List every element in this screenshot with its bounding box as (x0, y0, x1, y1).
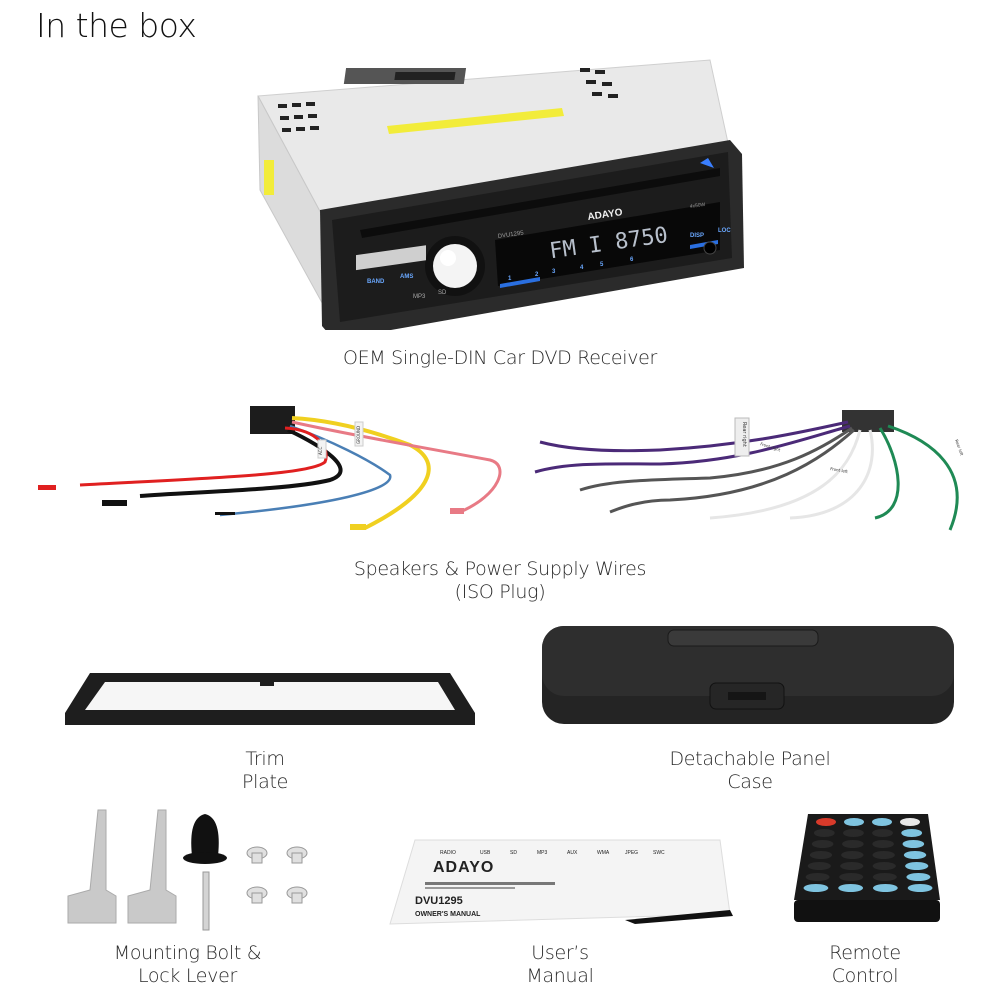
mp3-label: MP3 (413, 294, 426, 300)
remote-button (872, 851, 895, 859)
ams-button-label: AMS (400, 274, 413, 280)
speaker-wires-right-image: Rear right Front right Front left Rear l… (530, 400, 980, 540)
caption-mounting: Mounting Bolt & Lock Lever (90, 942, 285, 988)
wire-tag-rear-left: Rear left (954, 439, 965, 457)
remote-button (839, 873, 864, 881)
manual-feature-label: USB (480, 850, 491, 856)
caption-remote: Remote Control (795, 942, 935, 988)
remote-button (872, 873, 897, 881)
wire-tag-ground: GROUND (356, 426, 361, 444)
manual-feature-label: WMA (597, 850, 610, 856)
wire-tag-front-left: Front left (830, 466, 849, 474)
remote-button (903, 851, 927, 859)
caption-panel-case: Detachable Panel Case (640, 748, 860, 794)
remote-button (811, 840, 834, 848)
remote-button (901, 829, 923, 837)
manual-brand: ADAYO (433, 859, 494, 876)
caption-line: Manual (526, 965, 594, 987)
receiver-model: DVU1295 (497, 230, 524, 240)
remote-button (838, 884, 864, 892)
panel-case-image (540, 620, 960, 730)
remote-button (841, 851, 864, 859)
caption-trim-plate: Trim Plate (190, 748, 340, 794)
remote-button (813, 829, 835, 837)
band-button-label: BAND (367, 279, 385, 285)
manual-title: OWNER'S MANUAL (415, 911, 481, 918)
manual-model: DVU1295 (415, 895, 463, 907)
remote-button (907, 884, 933, 892)
caption-line: (ISO Plug) (454, 581, 546, 603)
caption-line: Remote (829, 942, 901, 964)
receiver-power-label: 4x50W (689, 202, 706, 210)
trim-plate-image (60, 665, 490, 735)
preset-1-label: 1 (508, 276, 512, 282)
power-wires-left-image: ACC GROUND (30, 400, 510, 540)
preset-5-label: 5 (600, 262, 604, 268)
remote-button (840, 862, 864, 870)
disp-button-label: DISP (690, 233, 704, 239)
owners-manual-image: RADIO USB SD MP3 AUX WMA JPEG SWC ADAYO … (385, 832, 735, 932)
remote-button (872, 829, 893, 837)
car-dvd-receiver-image: FM I 8750 ADAYO DVU1295 4x50W BAND AMS D… (250, 40, 750, 330)
caption-line: Trim (245, 748, 285, 770)
preset-6-label: 6 (630, 257, 634, 263)
manual-feature-label: MP3 (537, 850, 548, 856)
manual-feature-label: AUX (567, 850, 578, 856)
remote-button (902, 840, 925, 848)
remote-button (905, 862, 929, 870)
remote-button (809, 851, 833, 859)
remote-button (872, 840, 894, 848)
caption-receiver: OEM Single-DIN Car DVD Receiver (300, 347, 700, 370)
remote-button (803, 884, 829, 892)
remote-button (843, 829, 864, 837)
caption-line: Plate (241, 771, 289, 793)
remote-button (842, 840, 864, 848)
remote-button (906, 873, 931, 881)
caption-line: Control (831, 965, 899, 987)
receiver-brand: ADAYO (587, 207, 624, 223)
manual-feature-label: RADIO (440, 850, 456, 856)
caption-line: User’s (531, 942, 589, 964)
wire-tag-acc: ACC (318, 447, 323, 455)
preset-2-label: 2 (535, 272, 539, 278)
caption-manual: User’s Manual (490, 942, 630, 988)
manual-feature-label: SWC (653, 850, 665, 856)
wire-tag-front-right: Front right (760, 441, 782, 452)
preset-4-label: 4 (580, 265, 584, 271)
remote-button (872, 884, 898, 892)
remote-button (807, 862, 831, 870)
preset-3-label: 3 (552, 269, 556, 275)
remote-button (872, 862, 896, 870)
mounting-hardware-image (60, 808, 330, 933)
remote-control-image (790, 810, 950, 930)
caption-line: Lock Lever (137, 965, 238, 987)
manual-feature-label: SD (510, 850, 517, 856)
remote-button (844, 818, 864, 826)
caption-line: OEM Single-DIN Car DVD Receiver (342, 347, 658, 369)
page-title: In the box (36, 6, 197, 45)
caption-line: Detachable Panel (669, 748, 831, 770)
sd-label: SD (438, 290, 447, 296)
remote-button (872, 818, 892, 826)
caption-wires: Speakers & Power Supply Wires (ISO Plug) (300, 558, 700, 604)
remote-button (805, 873, 830, 881)
loc-button-label: LOC (718, 228, 731, 234)
caption-line: Case (727, 771, 773, 793)
remote-button (816, 818, 836, 826)
caption-line: Mounting Bolt & (113, 942, 262, 964)
caption-line: Speakers & Power Supply Wires (353, 558, 647, 580)
remote-button (900, 818, 920, 826)
manual-feature-label: JPEG (625, 850, 638, 856)
wire-tag-rear-right: Rear right (741, 422, 747, 447)
